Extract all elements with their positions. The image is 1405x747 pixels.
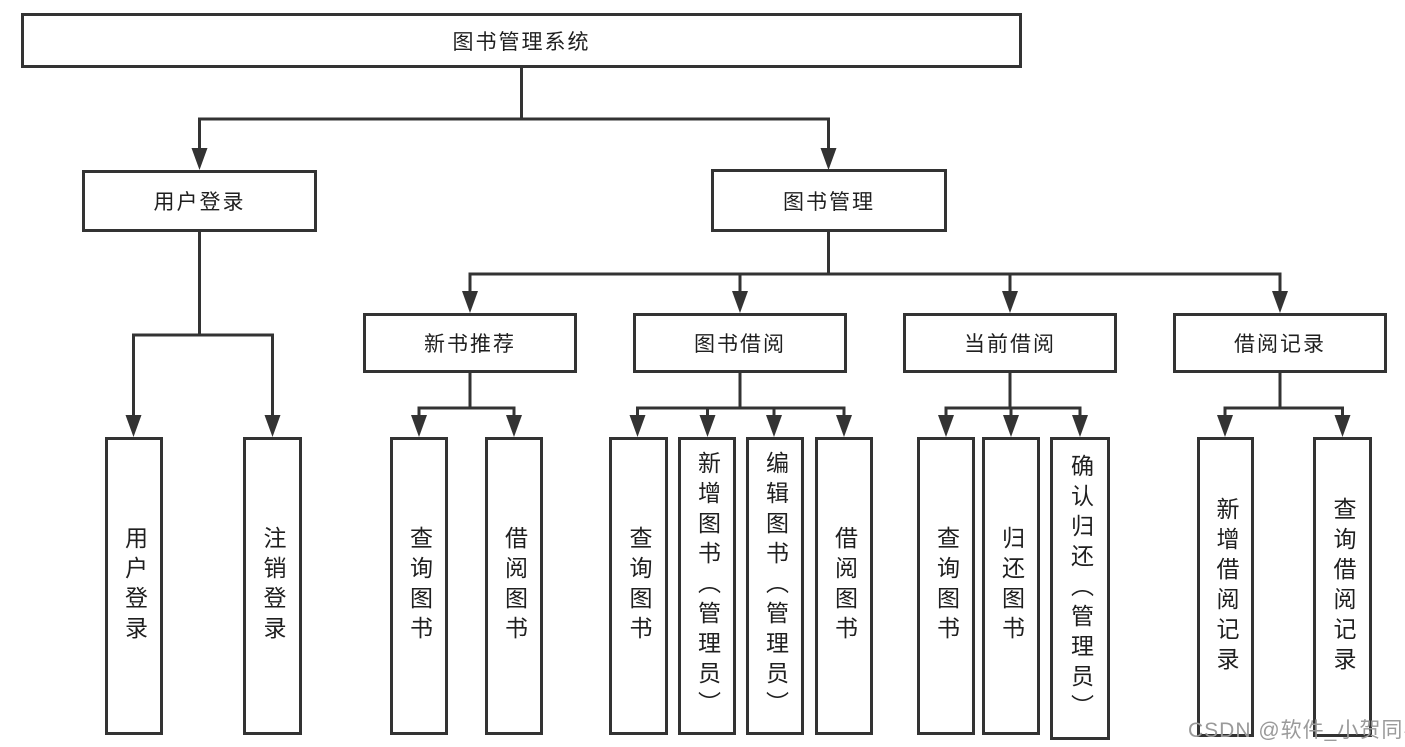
leaf-add-borrow-record: 新增借阅记录 <box>1197 437 1254 737</box>
leaf-confirm-return-admin: 确认归还（管理员） <box>1050 437 1110 740</box>
leaf-edit-book-admin: 编辑图书（管理员） <box>746 437 804 735</box>
node-user-login-branch: 用户登录 <box>82 170 317 232</box>
node-new-book-recommend: 新书推荐 <box>363 313 577 373</box>
leaf-user-login: 用户登录 <box>105 437 163 735</box>
leaf-borrow-book: 借阅图书 <box>815 437 873 735</box>
leaf-query-books-borrowing: 查询图书 <box>609 437 668 735</box>
watermark: CSDN @软件_小贺同学 <box>1188 719 1405 742</box>
node-book-borrowing: 图书借阅 <box>633 313 847 373</box>
leaf-borrow-books-recommend: 借阅图书 <box>485 437 543 735</box>
leaf-return-book: 归还图书 <box>982 437 1040 735</box>
node-book-management-branch: 图书管理 <box>711 169 947 232</box>
leaf-query-books-recommend: 查询图书 <box>390 437 448 735</box>
leaf-query-borrow-record: 查询借阅记录 <box>1313 437 1372 737</box>
node-current-borrowing: 当前借阅 <box>903 313 1117 373</box>
node-root: 图书管理系统 <box>21 13 1022 68</box>
leaf-logout: 注销登录 <box>243 437 302 735</box>
leaf-add-book-admin: 新增图书（管理员） <box>678 437 736 735</box>
leaf-query-books-current: 查询图书 <box>917 437 975 735</box>
node-borrowing-records: 借阅记录 <box>1173 313 1387 373</box>
